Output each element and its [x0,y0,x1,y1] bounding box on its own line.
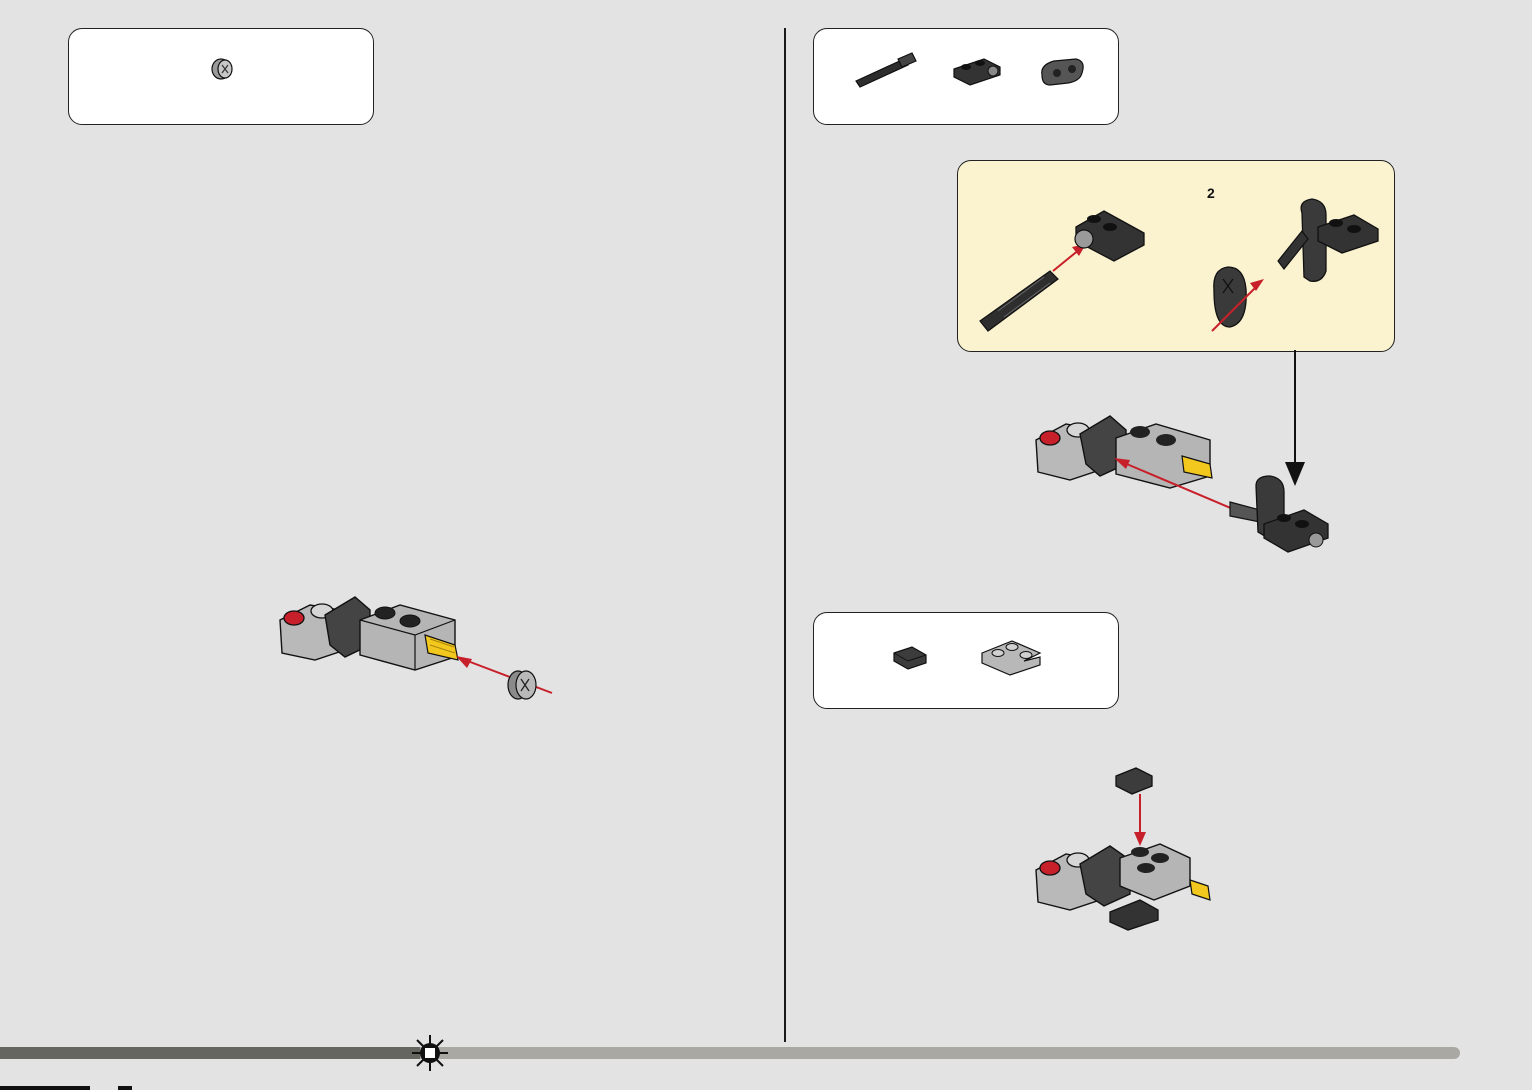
progress-bar-remaining [420,1047,1460,1059]
footer-line-left [0,1086,90,1090]
left-model-illustration [270,575,570,715]
bush-part-icon [69,29,375,126]
parts-list-right-1 [813,28,1119,125]
parts-list-left [68,28,374,125]
sub-step-2-illustration [958,161,1396,353]
sub-assembly-callout: 2 [957,160,1395,352]
footer-line-mark [118,1086,132,1090]
gear-icon [410,1033,450,1073]
corner-plate-part-icon [814,613,1120,710]
progress-bar-filled [0,1047,420,1059]
beam-part-icon [814,29,1120,126]
page-divider [784,28,786,1042]
right-model-step-2 [1030,760,1230,940]
right-model-step-1 [1030,400,1330,570]
parts-list-right-2 [813,612,1119,709]
